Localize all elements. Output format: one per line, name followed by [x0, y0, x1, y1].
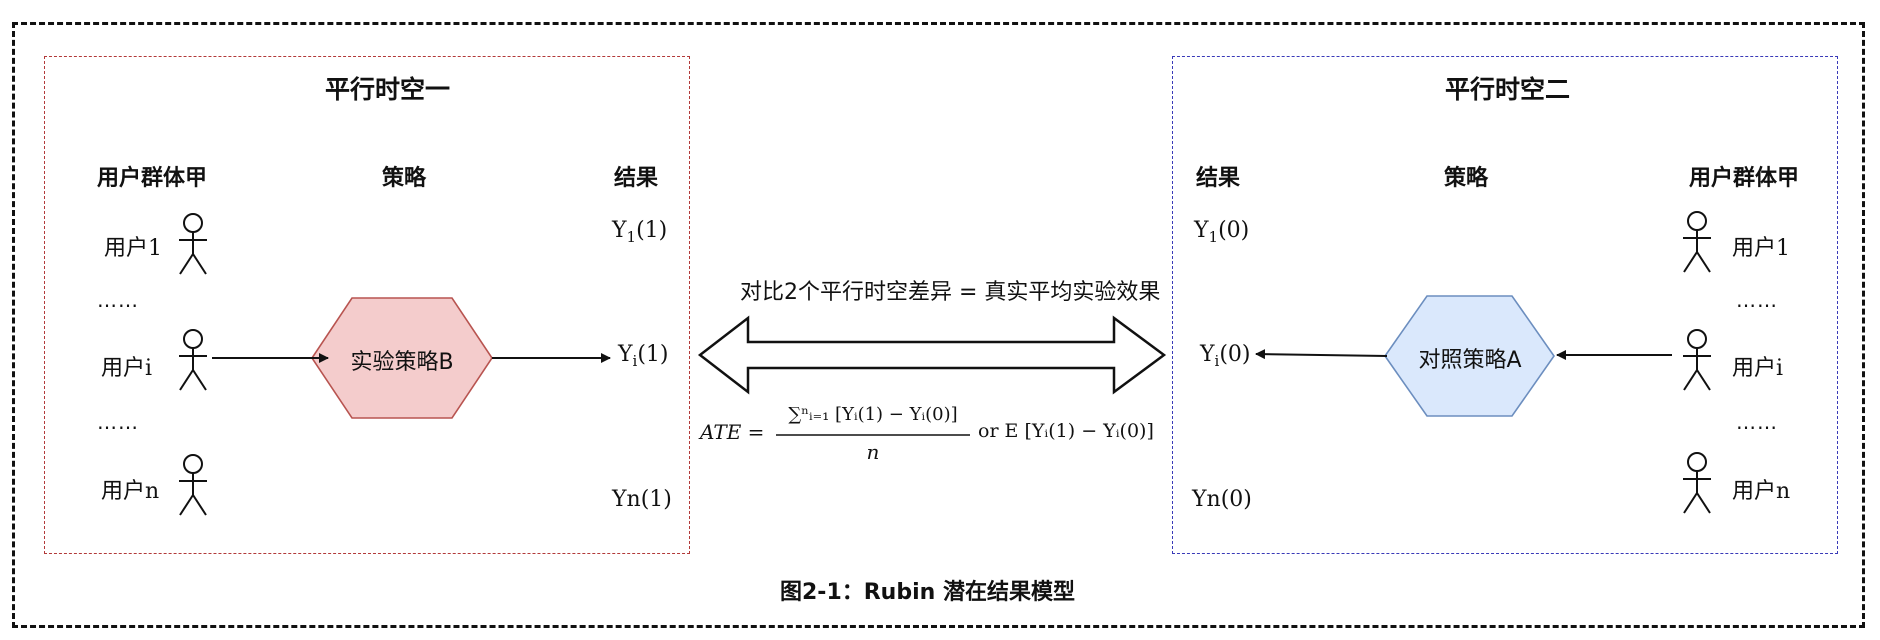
experiment-strategy-label: 实验策略B	[350, 350, 454, 375]
left-user-1: 用户1	[104, 236, 163, 261]
person-icon	[179, 329, 207, 391]
formula-numerator: ∑ⁿᵢ₌₁ [Yᵢ(1) − Yᵢ(0)]	[788, 404, 958, 425]
left-header-users: 用户群体甲	[97, 166, 208, 191]
compare-label: 对比2个平行时空差异 = 真实平均实验效果	[740, 280, 1161, 305]
left-user-n: 用户n	[101, 479, 160, 504]
left-ellipsis-1: ……	[97, 288, 139, 312]
left-outcome-i: Yi(1)	[618, 342, 669, 370]
right-ellipsis-2: ……	[1736, 410, 1778, 434]
left-arrow	[1255, 349, 1388, 360]
right-header-strategy: 策略	[1444, 166, 1489, 191]
right-panel-title: 平行时空二	[1445, 75, 1571, 104]
right-header-users: 用户群体甲	[1689, 166, 1800, 191]
right-user-i: 用户i	[1732, 356, 1784, 381]
left-panel-title: 平行时空一	[325, 75, 451, 104]
left-outcome-n: Yn(1)	[612, 487, 672, 512]
right-outcome-n: Yn(0)	[1192, 487, 1252, 512]
left-ellipsis-2: ……	[97, 410, 139, 434]
formula-lhs: ATE =	[700, 420, 765, 444]
left-header-result: 结果	[614, 166, 659, 191]
formula-denominator: n	[866, 440, 880, 464]
left-user-i: 用户i	[101, 356, 153, 381]
parallel-universe-one-panel	[44, 56, 690, 554]
left-outcome-1: Y1(1)	[612, 218, 668, 246]
right-outcome-1: Y1(0)	[1194, 218, 1250, 246]
right-outcome-i: Yi(0)	[1200, 342, 1251, 370]
person-icon	[1683, 211, 1711, 273]
person-icon	[179, 213, 207, 275]
formula-rhs: or E [Yᵢ(1) − Yᵢ(0)]	[978, 420, 1154, 442]
double-arrow	[697, 315, 1167, 395]
right-ellipsis-1: ……	[1736, 288, 1778, 312]
right-header-result: 结果	[1196, 166, 1241, 191]
person-icon	[1683, 329, 1711, 391]
figure-caption: 图2-1：Rubin 潜在结果模型	[780, 580, 1075, 605]
right-user-n: 用户n	[1732, 479, 1791, 504]
parallel-universe-two-panel	[1172, 56, 1838, 554]
left-header-strategy: 策略	[382, 166, 427, 191]
person-icon	[1683, 452, 1711, 514]
person-icon	[179, 454, 207, 516]
outer-frame	[12, 22, 1865, 628]
right-user-1: 用户1	[1732, 236, 1791, 261]
control-strategy-label: 对照策略A	[1418, 348, 1522, 373]
